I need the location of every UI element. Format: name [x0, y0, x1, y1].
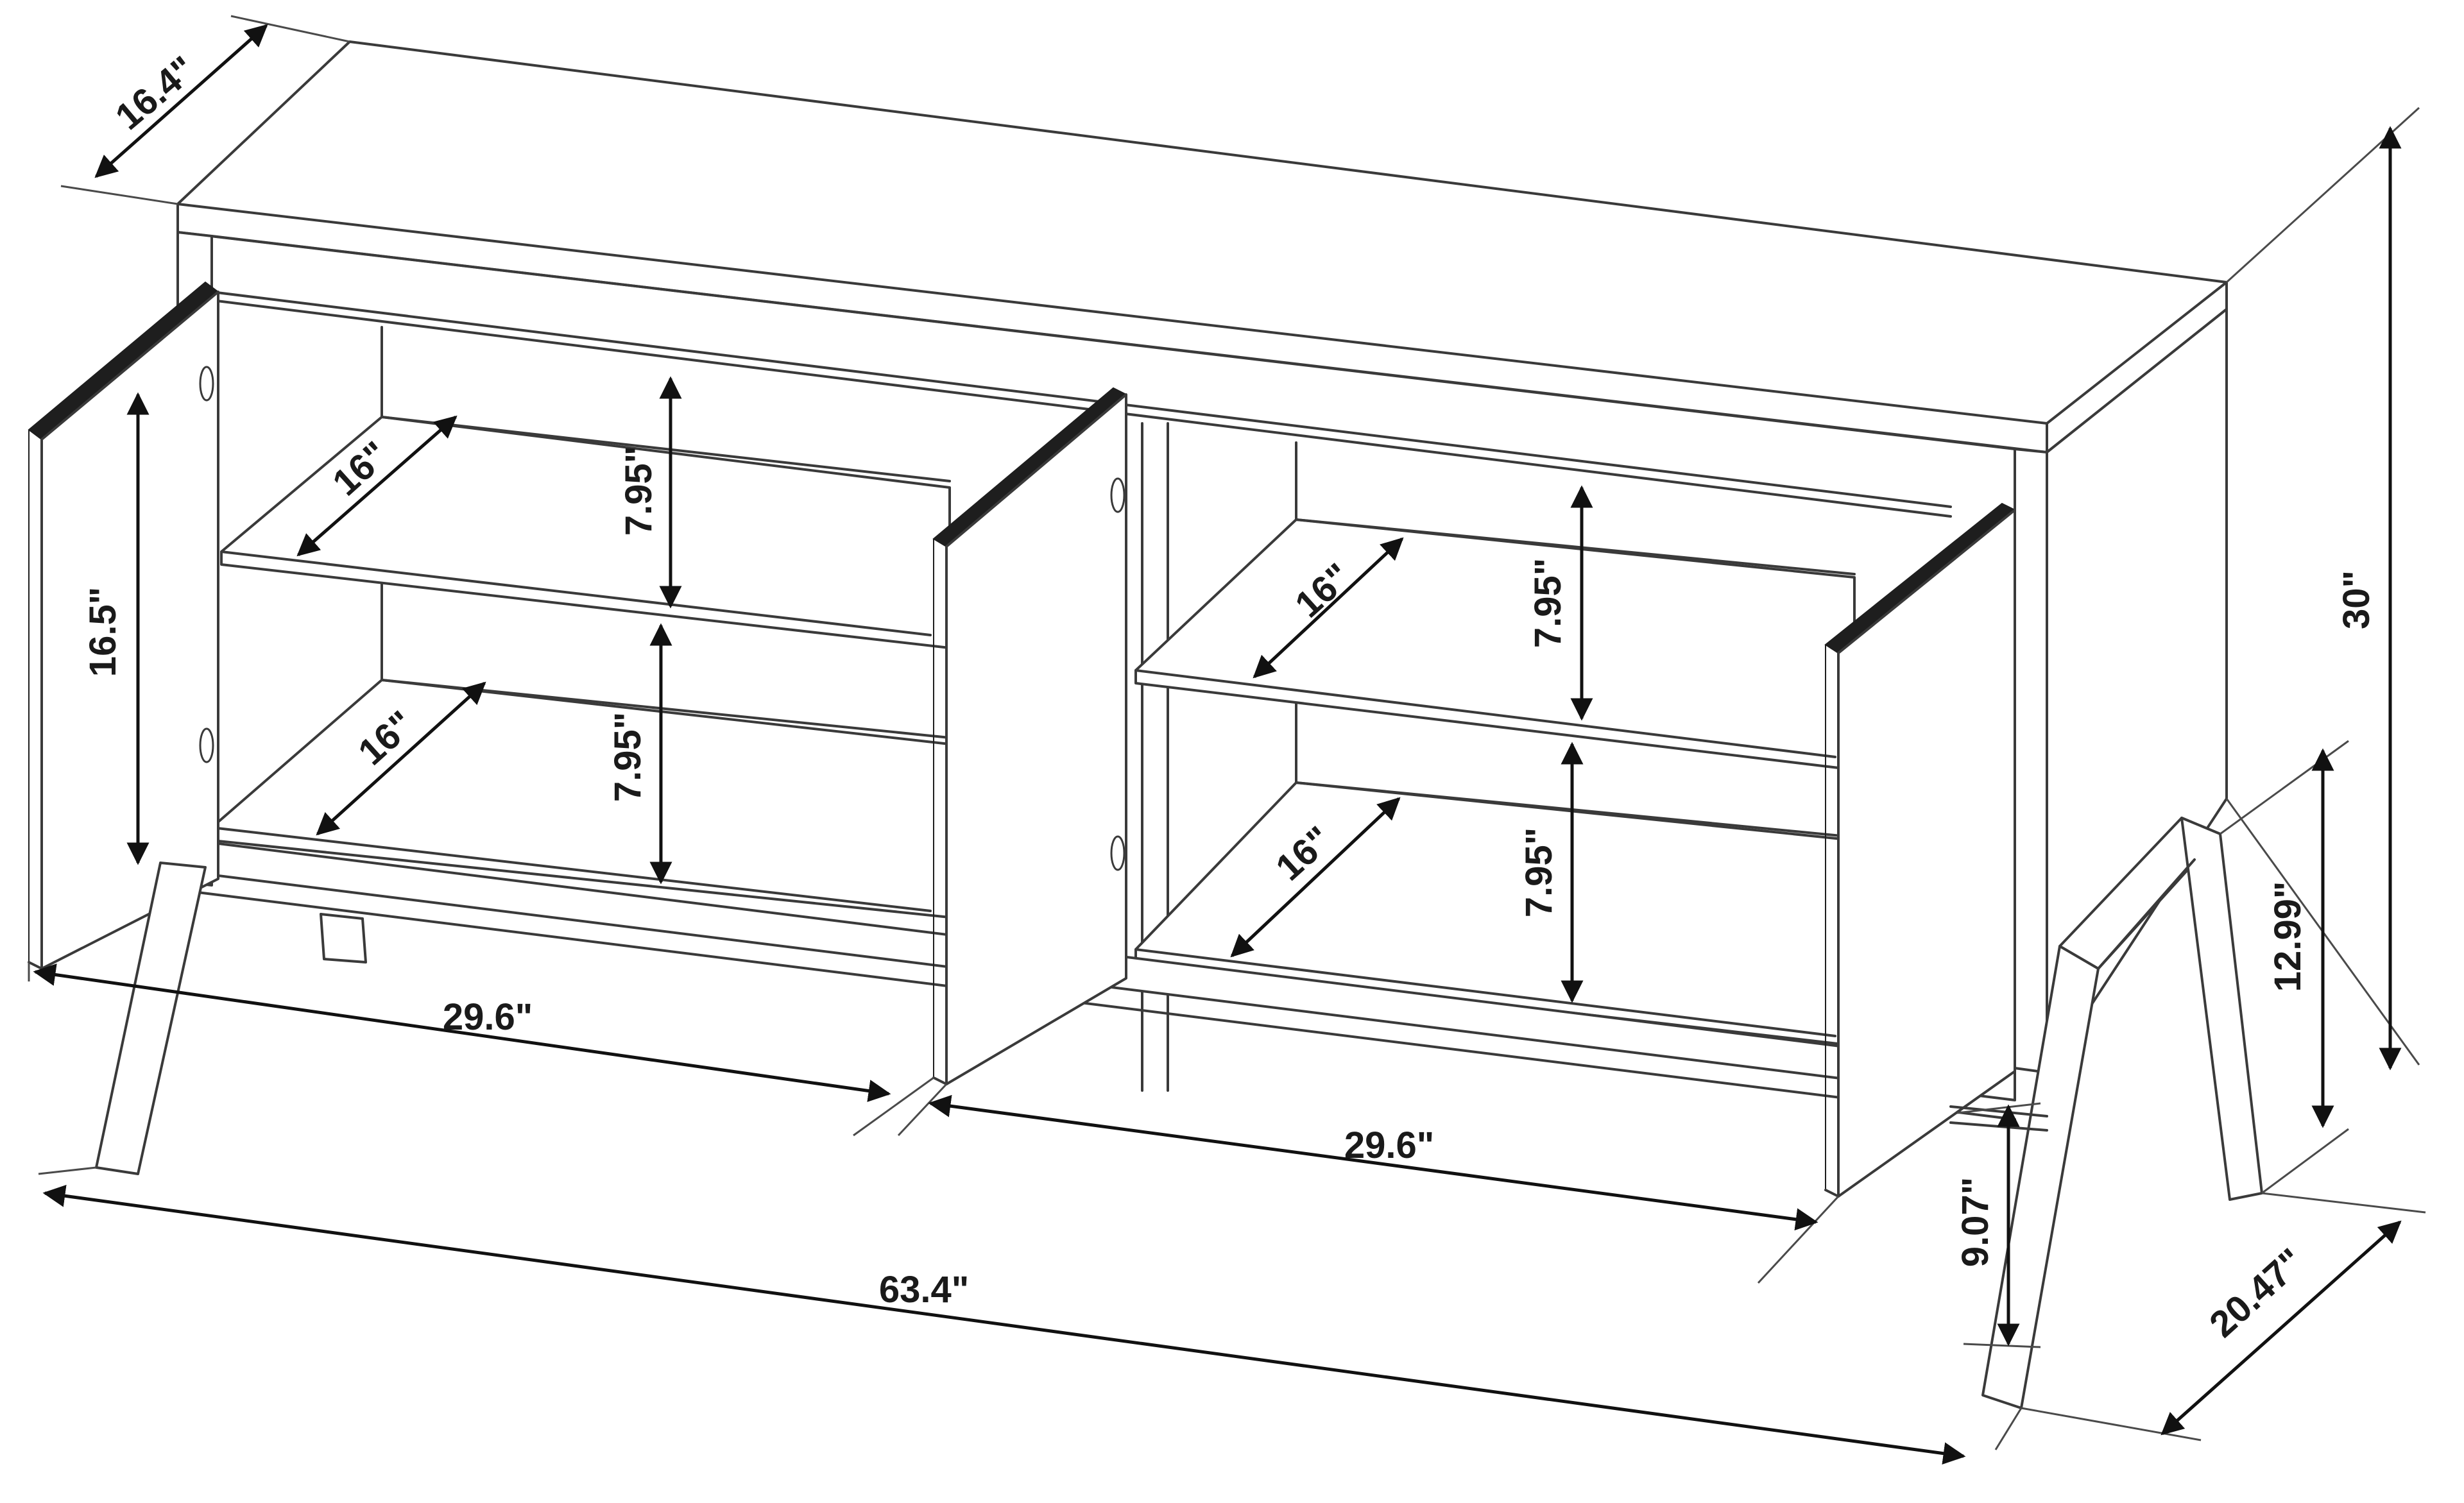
cabinet-drawing [28, 40, 2263, 1409]
label-left-lower-height: 7.95" [607, 712, 649, 802]
label-total-width: 63.4" [879, 1269, 969, 1311]
label-right-width: 29.6" [1344, 1125, 1434, 1166]
left-back-leg [320, 913, 367, 964]
dim-right-lower-depth [1230, 797, 1401, 958]
label-left-upper-height: 7.95" [618, 446, 660, 536]
dim-depth-top [94, 24, 268, 178]
dim-right-width [928, 1094, 1818, 1231]
label-total-height: 30" [2336, 570, 2377, 629]
right-side-panel [2014, 448, 2048, 1074]
label-clearance: 9.07" [1955, 1177, 1996, 1267]
dim-leg-depth [2160, 1220, 2402, 1436]
dim-total-width [42, 1184, 1966, 1465]
label-leg-height: 12.99" [2267, 881, 2309, 992]
label-door-height: 16.5" [82, 587, 124, 677]
center-door [945, 393, 1127, 1085]
label-right-lower-height: 7.95" [1518, 828, 1560, 917]
dim-right-upper-depth [1253, 537, 1404, 679]
right-door [1837, 509, 2016, 1198]
dim-left-lower-depth [316, 681, 486, 836]
label-leg-depth: 20.47" [2202, 1241, 2312, 1346]
dim-left-upper-depth [296, 415, 458, 557]
dim-left-width [33, 964, 891, 1102]
label-right-upper-height: 7.95" [1527, 558, 1569, 648]
label-left-width: 29.6" [443, 996, 533, 1038]
left-upper-shelf [220, 416, 951, 649]
right-back-leg [2180, 817, 2263, 1201]
dimension-lines [33, 24, 2402, 1465]
cabinet-top [176, 40, 2228, 454]
right-upper-shelf [1134, 518, 1856, 771]
